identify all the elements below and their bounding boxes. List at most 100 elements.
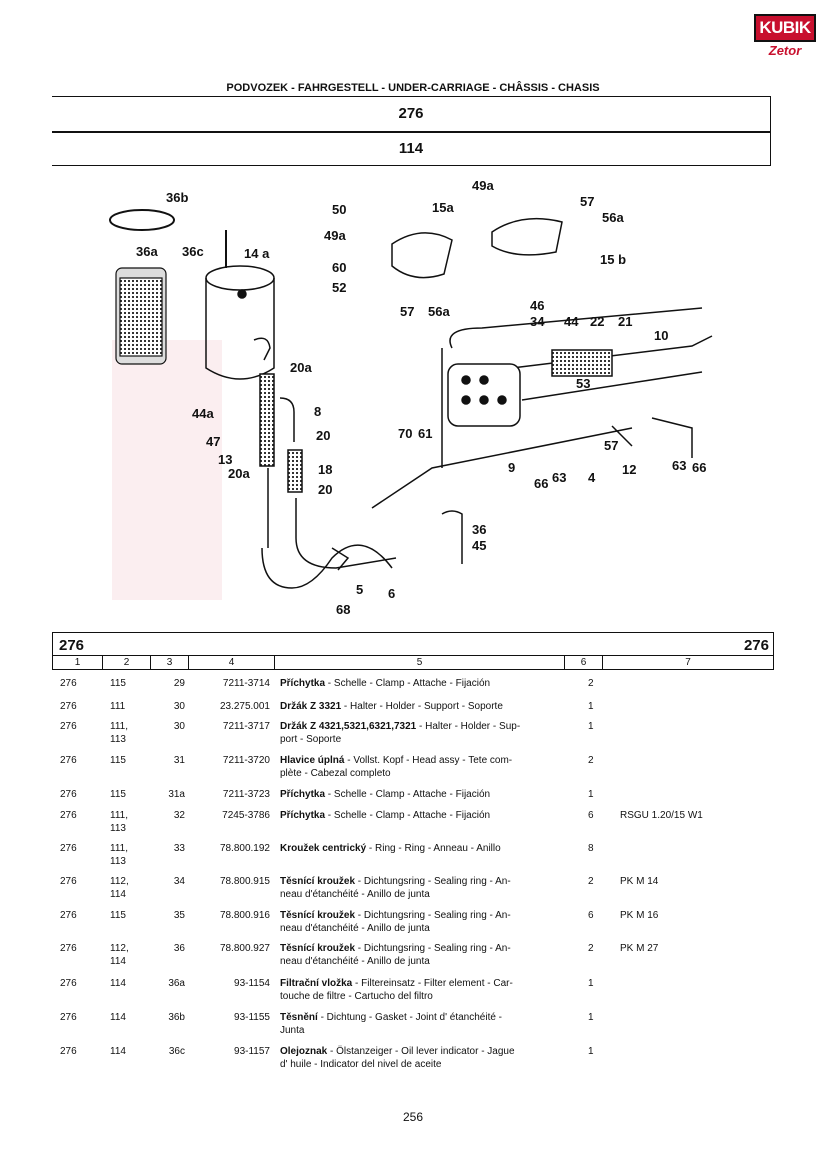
svg-text:46: 46 [530, 298, 544, 313]
page-title: PODVOZEK - FAHRGESTELL - UNDER-CARRIAGE … [226, 82, 600, 94]
cell-group: 276 [60, 843, 77, 854]
cell-position: 36a [168, 978, 185, 989]
cell-part-number: 7211-3714 [222, 678, 270, 689]
svg-text:49a: 49a [472, 178, 494, 193]
cell-subgroup: 115 [110, 678, 126, 689]
cell-position: 30 [173, 701, 185, 712]
svg-text:60: 60 [332, 260, 346, 275]
cell-description: Příchytka - Schelle - Clamp - Attache - … [280, 810, 491, 821]
cell-part-number: 7211-3717 [222, 721, 270, 732]
col-header: 2 [103, 656, 151, 670]
cell-group: 276 [60, 701, 77, 712]
svg-text:34: 34 [530, 314, 545, 329]
svg-text:36c: 36c [182, 244, 204, 259]
cell-quantity: 1 [588, 1046, 594, 1057]
cell-part-number: 93-1154 [234, 978, 270, 989]
svg-text:53: 53 [576, 376, 590, 391]
svg-text:20: 20 [318, 482, 332, 497]
cell-group: 276 [60, 978, 77, 989]
cell-position: 36b [168, 1012, 185, 1023]
cell-subgroup: 114 [110, 978, 126, 989]
parts-diagram: 36b 36a 36c 14 a 20a 44a 8 47 20 13 18 2… [109, 178, 713, 617]
svg-text:9: 9 [508, 460, 515, 475]
svg-text:12: 12 [622, 462, 636, 477]
svg-text:20a: 20a [228, 466, 250, 481]
cell-subgroup: 115 [110, 789, 126, 800]
cell-position: 35 [173, 910, 185, 921]
cell-group: 276 [60, 721, 77, 732]
cell-part-number: 78.800.192 [219, 843, 270, 854]
cell-position: 32 [173, 810, 185, 821]
cell-group: 276 [60, 678, 77, 689]
cell-part-number: 7245-3786 [222, 810, 270, 821]
cell-part-number: 78.800.927 [219, 943, 270, 954]
cell-quantity: 1 [588, 701, 594, 712]
svg-text:44: 44 [564, 314, 579, 329]
svg-text:63: 63 [672, 458, 686, 473]
cell-part-number: 23.275.001 [219, 701, 270, 712]
svg-text:47: 47 [206, 434, 220, 449]
svg-text:52: 52 [332, 280, 346, 295]
cell-note: PK M 27 [620, 943, 659, 954]
cell-quantity: 8 [588, 843, 594, 854]
cell-quantity: 2 [588, 943, 594, 954]
pump-head [447, 349, 613, 427]
svg-text:50: 50 [332, 202, 346, 217]
cell-position: 33 [173, 843, 185, 854]
svg-text:6: 6 [388, 586, 395, 601]
cell-group: 276 [60, 876, 77, 887]
svg-text:56a: 56a [428, 304, 450, 319]
filter-housing [205, 265, 275, 380]
cell-description: Těsnění - Dichtung - Gasket - Joint d' é… [280, 1012, 503, 1036]
gasket-ring [109, 209, 175, 231]
cell-note: PK M 16 [620, 910, 659, 921]
cell-group: 276 [60, 910, 77, 921]
cell-subgroup: 111,113 [110, 843, 128, 867]
cell-group: 276 [60, 943, 77, 954]
svg-text:36: 36 [472, 522, 486, 537]
cell-quantity: 1 [588, 978, 594, 989]
cell-description: Těsnící kroužek - Dichtungsring - Sealin… [280, 943, 511, 967]
cell-description: Těsnící kroužek - Dichtungsring - Sealin… [280, 910, 511, 934]
column-headers: 1 2 3 4 5 6 7 [53, 655, 773, 670]
cell-part-number: 7211-3720 [222, 755, 270, 766]
cell-subgroup: 115 [110, 755, 126, 766]
svg-text:8: 8 [314, 404, 321, 419]
svg-text:15 b: 15 b [600, 252, 626, 267]
svg-text:68: 68 [336, 602, 350, 617]
svg-text:5: 5 [356, 582, 363, 597]
svg-text:57: 57 [580, 194, 594, 209]
col-header: 6 [565, 656, 603, 670]
cell-part-number: 93-1157 [234, 1046, 270, 1057]
cell-subgroup: 112,114 [110, 943, 129, 967]
cell-position: 29 [173, 678, 185, 689]
clamps [331, 217, 693, 571]
cell-position: 30 [173, 721, 185, 732]
parts-table-header: 276 276 1 2 3 4 5 6 7 [52, 632, 774, 670]
table-group-left: 276 [59, 637, 85, 654]
col-header: 4 [189, 656, 275, 670]
svg-text:22: 22 [590, 314, 604, 329]
cell-quantity: 1 [588, 721, 594, 732]
svg-text:15a: 15a [432, 200, 454, 215]
svg-text:20a: 20a [290, 360, 312, 375]
cell-subgroup: 112,114 [110, 876, 129, 900]
cell-position: 34 [173, 876, 185, 887]
col-header: 1 [53, 656, 103, 670]
svg-text:61: 61 [418, 426, 432, 441]
group-number: 276 [52, 96, 771, 132]
cell-group: 276 [60, 755, 77, 766]
svg-text:21: 21 [618, 314, 632, 329]
col-header: 7 [685, 657, 691, 668]
cell-position: 36c [168, 1046, 185, 1057]
cell-description: Příchytka - Schelle - Clamp - Attache - … [280, 678, 491, 689]
cell-subgroup: 114 [110, 1046, 126, 1057]
cell-description: Těsnící kroužek - Dichtungsring - Sealin… [280, 876, 511, 900]
cell-position: 31a [168, 789, 185, 800]
svg-text:57: 57 [604, 438, 618, 453]
cell-description: Držák Z 4321,5321,6321,7321 - Halter - H… [280, 721, 521, 745]
cell-note: RSGU 1.20/15 W1 [620, 810, 703, 821]
subgroup-number: 114 [52, 132, 771, 166]
cell-quantity: 1 [588, 1012, 594, 1023]
cell-description: Hlavice úplná - Vollst. Kopf - Head assy… [280, 755, 513, 779]
